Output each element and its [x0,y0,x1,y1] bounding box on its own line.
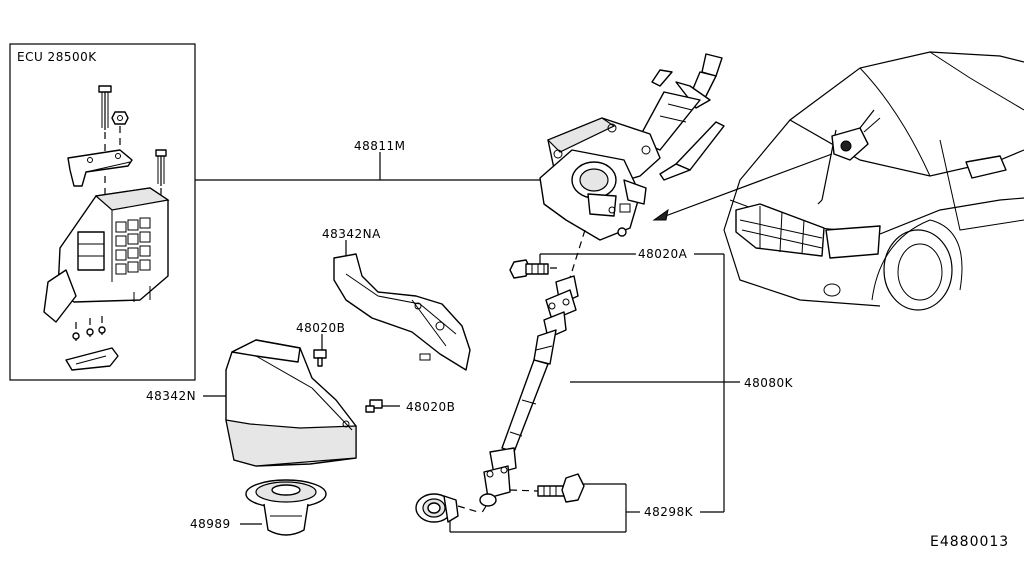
clip-48020B-bottom [365,399,383,413]
leader-lines [195,152,740,533]
ecu-module [43,187,170,323]
ecu-bolt-long [98,85,112,160]
location-pointer-arrow [652,153,833,221]
bolt-lower [509,473,585,503]
seal-ring [415,493,479,523]
ecu-nut [111,111,129,150]
ecu-bottom-clip [65,347,119,371]
diagram-reference-code: E4880013 [930,534,1010,550]
ecu-bracket [67,149,133,187]
label-48342NA: 48342NA [322,227,381,241]
label-48298K: 48298K [644,505,694,519]
cover-48342N [225,339,357,467]
cover-48342NA [333,253,471,371]
label-48020B-top: 48020B [296,321,346,335]
ecu-connector-grid [115,217,151,275]
label-48020A: 48020A [638,247,688,261]
bolt-48020A [509,259,549,279]
clip-48020B-top [313,349,327,367]
vehicle-sketch [723,51,1024,311]
ecu-inset-title: ECU 28500K [17,50,97,64]
ecu-inset-box [9,43,196,381]
label-48080K: 48080K [744,376,794,390]
intermediate-shaft [479,275,579,517]
ecu-small-screws [72,316,106,344]
grommet-48989 [245,479,327,536]
steering-column-assembly [539,53,725,285]
ecu-inset-parts [43,85,170,371]
label-48020B-bottom: 48020B [406,400,456,414]
label-48989: 48989 [190,517,231,531]
label-48342N: 48342N [146,389,197,403]
label-48811M: 48811M [354,139,406,153]
